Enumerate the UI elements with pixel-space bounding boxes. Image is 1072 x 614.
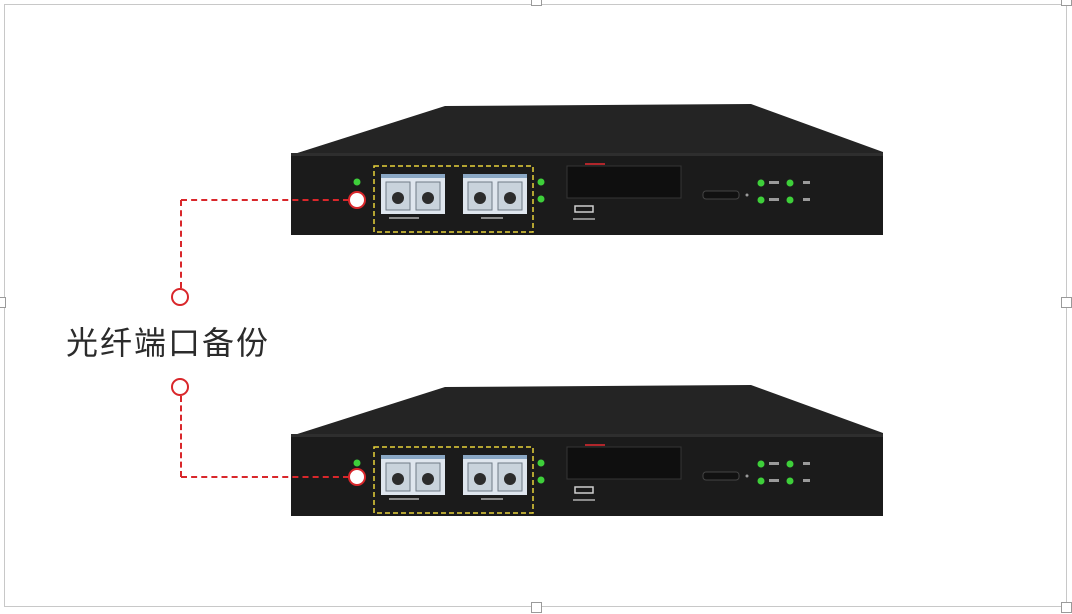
network-device-top: [285, 100, 885, 240]
connector-line-top-horizontal: [181, 199, 349, 201]
connector-line-top-vertical: [180, 200, 182, 288]
connector-ring-icon: [171, 378, 189, 396]
resize-handle-top[interactable]: [531, 0, 542, 6]
resize-handle-bottom[interactable]: [531, 602, 542, 613]
caption-label: 光纤端口备份: [66, 324, 271, 362]
connector-ring-icon: [348, 191, 366, 209]
resize-handle-left[interactable]: [0, 297, 6, 308]
resize-handle-bottom-right[interactable]: [1061, 602, 1072, 613]
resize-handle-right[interactable]: [1061, 297, 1072, 308]
connector-line-bottom-vertical: [180, 396, 182, 477]
resize-handle-top-right[interactable]: [1061, 0, 1072, 6]
connector-ring-icon: [348, 468, 366, 486]
connector-ring-icon: [171, 288, 189, 306]
connector-line-bottom-horizontal: [181, 476, 349, 478]
network-device-bottom: [285, 381, 885, 521]
